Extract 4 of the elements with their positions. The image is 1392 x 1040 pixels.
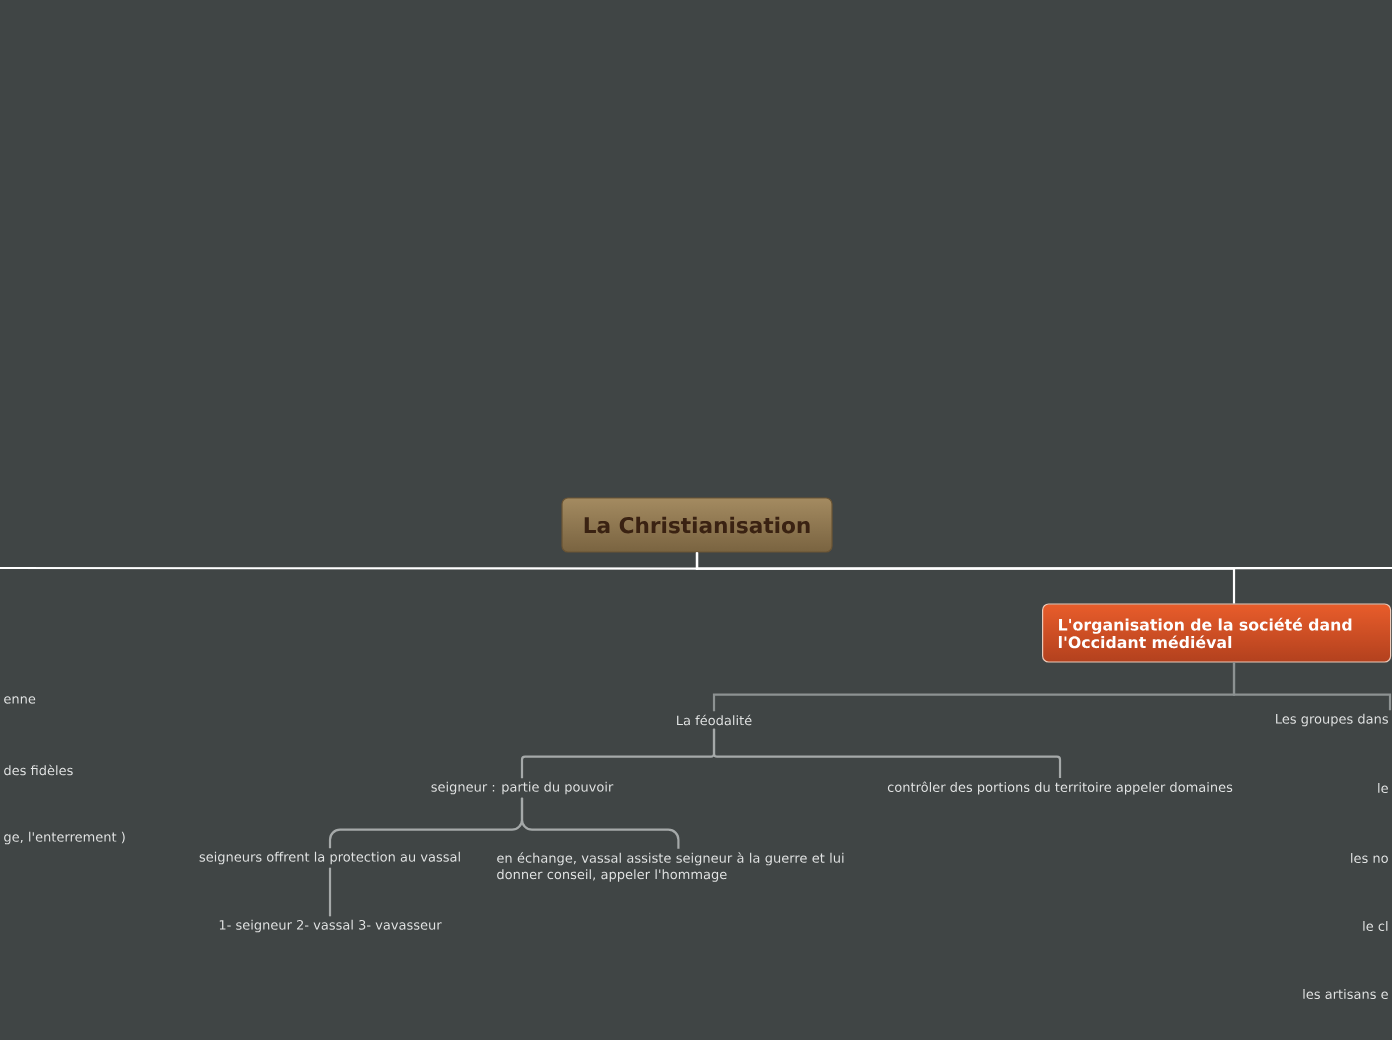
central-topic-box: La Christianisation	[561, 497, 833, 553]
connector-line	[328, 867, 332, 917]
connector-line	[695, 552, 1392, 570]
connector-line	[1232, 662, 1392, 711]
